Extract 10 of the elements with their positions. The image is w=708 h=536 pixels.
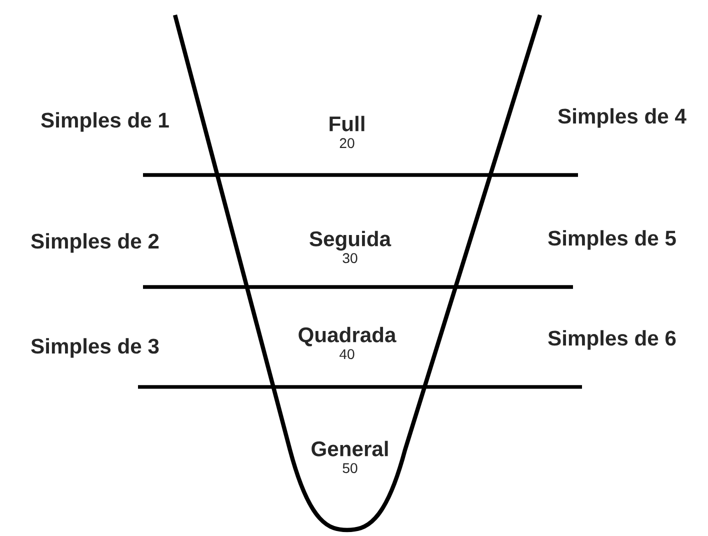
band-label: Seguida 30 [310, 230, 392, 264]
side-label: Simples de 6 [548, 330, 676, 350]
band-label: Quadrada 40 [298, 326, 396, 360]
side-label: Simples de 2 [31, 233, 159, 253]
side-label: Simples de 1 [41, 112, 169, 132]
band-label: General 50 [312, 440, 388, 474]
side-label: Simples de 3 [31, 338, 159, 358]
side-label: Simples de 4 [558, 108, 686, 128]
side-label: Simples de 5 [548, 230, 676, 250]
band-label: Full 20 [330, 116, 364, 148]
